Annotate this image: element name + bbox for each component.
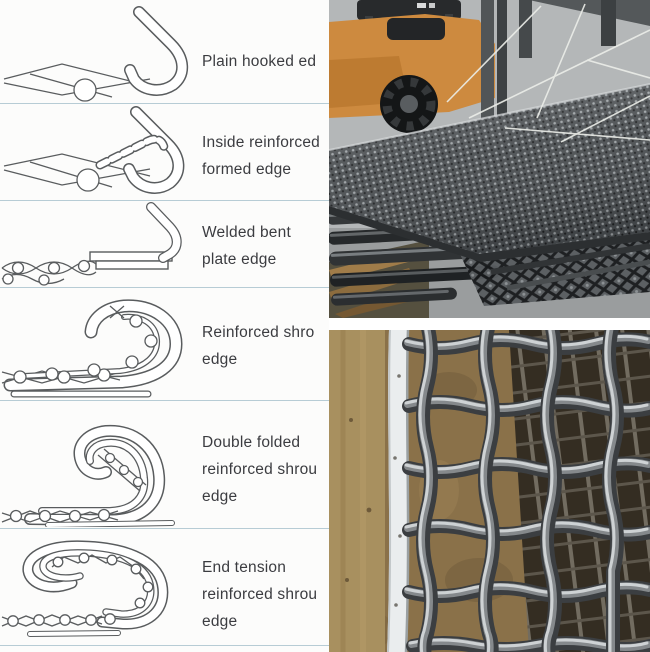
- label-double-folded-reinforced-shroud-edge: Double folded reinforced shrou edge: [202, 429, 329, 510]
- edge-types-diagram-panel: Plain hooked ed Inside reinforced formed…: [0, 2, 329, 646]
- label-line: End tension: [202, 559, 287, 576]
- section-divider: [0, 645, 329, 646]
- diagram-double-folded-reinforced-shroud-edge: [1, 401, 200, 527]
- photo-woven-mesh-closeup: [329, 330, 650, 652]
- label-line: reinforced shrou: [202, 586, 318, 603]
- section-divider: [0, 200, 329, 201]
- diagram-plain-hooked-edge: [3, 2, 200, 102]
- label-line: plate edge: [202, 251, 277, 268]
- tension-edge-strip: [387, 330, 410, 652]
- photo-stacked-screen-panels: [329, 0, 650, 318]
- label-line: Reinforced shro: [202, 324, 315, 341]
- diagram-inside-reinforced-formed-edge: [3, 104, 200, 200]
- label-line: reinforced shrou: [202, 461, 318, 478]
- label-line: Plain hooked ed: [202, 53, 317, 70]
- section-divider: [0, 287, 329, 288]
- top-mesh-sheet: [329, 83, 650, 262]
- label-inside-reinforced-formed-edge: Inside reinforced formed edge: [202, 129, 329, 183]
- diagram-reinforced-shroud-edge: [1, 288, 200, 399]
- forklift-mast: [481, 0, 494, 128]
- label-line: formed edge: [202, 161, 292, 178]
- section-divider: [0, 528, 329, 529]
- label-line: edge: [202, 613, 238, 630]
- background-mesh-layer: [509, 330, 650, 652]
- label-line: Double folded: [202, 434, 301, 451]
- diagram-end-tension-reinforced-shroud-edge: [1, 529, 200, 644]
- section-divider: [0, 400, 329, 401]
- label-welded-bent-plate-edge: Welded bent plate edge: [202, 219, 329, 273]
- section-divider: [0, 103, 329, 104]
- label-line: Inside reinforced: [202, 134, 320, 151]
- diagram-welded-bent-plate-edge: [1, 202, 200, 286]
- label-reinforced-shroud-edge: Reinforced shro edge: [202, 319, 329, 373]
- label-line: edge: [202, 351, 238, 368]
- label-plain-hooked-edge: Plain hooked ed: [202, 48, 329, 75]
- forklift: [329, 0, 507, 136]
- wood-left-band: [329, 330, 385, 652]
- label-end-tension-reinforced-shroud-edge: End tension reinforced shrou edge: [202, 554, 329, 635]
- label-line: Welded bent: [202, 224, 291, 241]
- binding-strings: [446, 3, 650, 143]
- label-line: edge: [202, 488, 238, 505]
